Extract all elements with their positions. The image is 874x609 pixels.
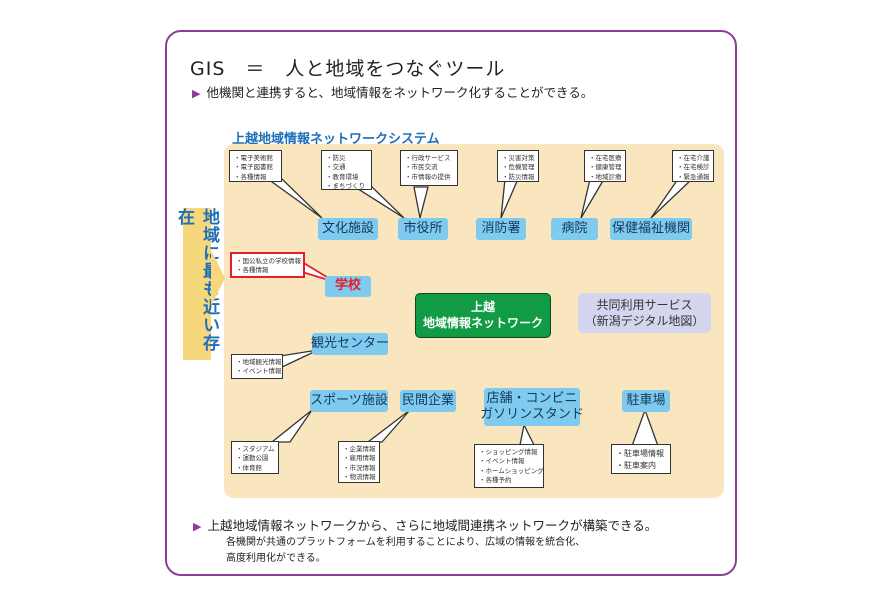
callout-kanko: ・地域観光情報 ・イベント情報 — [231, 354, 283, 379]
node-hoken-fukushi[interactable]: 保健福祉機関 — [610, 218, 692, 240]
callout-gakko: ・国公私立の学校情報 ・各種情報 — [230, 252, 305, 278]
triangle-bullet-icon: ▶ — [192, 87, 201, 100]
side-banner: 地域に最も近い存在 — [174, 208, 219, 360]
node-byoin[interactable]: 病院 — [551, 218, 598, 240]
callout-bunka: ・電子美術館 ・電子図書館 ・各種情報 — [229, 150, 282, 182]
callout-minkan: ・企業情報 ・雇用情報 ・市況情報 ・物流情報 — [338, 441, 380, 483]
triangle-bullet-icon: ▶ — [193, 520, 202, 533]
node-chushajo[interactable]: 駐車場 — [622, 390, 670, 412]
system-title: 上越地域情報ネットワークシステム — [232, 132, 440, 147]
subtitle: ▶他機関と連携すると、地域情報をネットワーク化することができる。 — [192, 85, 594, 100]
shared-service-node[interactable]: 共同利用サービス （新潟デジタル地図） — [578, 293, 711, 333]
node-minkan-kigyo[interactable]: 民間企業 — [400, 390, 456, 412]
node-tenpo[interactable]: 店舗・コンビニ ガソリンスタンド — [480, 388, 584, 426]
callout-hoken: ・在宅介護 ・在宅検診 ・緊急通報 — [672, 150, 714, 182]
footer-text-line2: 各機関が共通のプラットフォームを利用することにより、広域の情報を統合化、 — [226, 537, 586, 548]
callout-chusha: ・駐車場情報 ・駐車案内 — [611, 444, 671, 474]
page-title: GIS ＝ 人と地域をつなぐツール — [190, 58, 506, 80]
banner-arrow-icon — [211, 250, 225, 306]
callout-shobo: ・災害対策 ・危機管理 ・防災情報 — [497, 150, 539, 182]
node-shobosho[interactable]: 消防署 — [476, 218, 526, 240]
callout-sports: ・スタジアム ・運動公園 ・体育館 — [231, 441, 279, 474]
callout-shiyakusho-b: ・行政サービス ・市民交流 ・市情報の提供 — [400, 150, 458, 186]
center-network-node[interactable]: 上越 地域情報ネットワーク — [415, 293, 551, 338]
node-shiyakusho[interactable]: 市役所 — [398, 218, 448, 240]
node-sports-shisetsu[interactable]: スポーツ施設 — [310, 390, 388, 412]
footer-text-line3: 高度利用化ができる。 — [226, 553, 326, 564]
node-kanko-center[interactable]: 観光センター — [311, 333, 389, 355]
footer-bullet: ▶上越地域情報ネットワークから、さらに地域間連携ネットワークが構築できる。 — [193, 518, 658, 533]
node-gakko[interactable]: 学校 — [325, 276, 371, 297]
callout-byoin: ・在宅医療 ・健康管理 ・地域診療 — [584, 150, 626, 182]
callout-tenpo: ・ショッピング情報 ・イベント情報 ・ホームショッピング ・各種予約 — [474, 444, 544, 488]
node-bunka-shisetsu[interactable]: 文化施設 — [318, 218, 378, 240]
callout-shiyakusho-a: ・防災 ・交通 ・教育環境 ・まちづくり — [321, 150, 372, 190]
